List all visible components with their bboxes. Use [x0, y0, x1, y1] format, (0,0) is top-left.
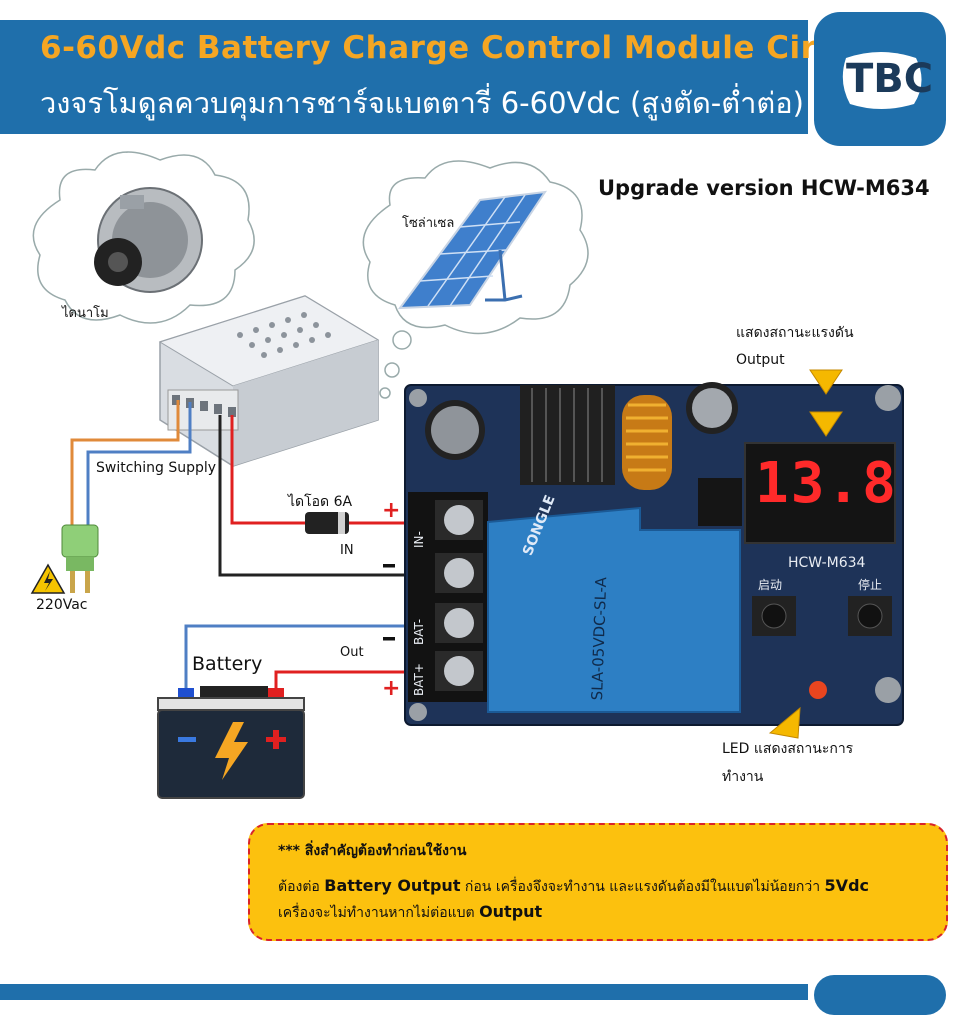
output-status-sublabel: Output: [736, 352, 785, 368]
battery-positive-wire: [274, 670, 450, 690]
output-status-arrow-icon: [809, 369, 843, 437]
stop-button[interactable]: [848, 596, 892, 636]
warning-title: *** สิ่งสำคัญต้องทำก่อนใช้งาน: [278, 843, 467, 859]
warning-line-1: ต้องต่อ Battery Output ก่อน เครื่องจึงจะ…: [278, 876, 869, 898]
start-button[interactable]: [752, 596, 796, 636]
output-status-label: แสดงสถานะแรงดัน: [736, 325, 854, 341]
ac-plug-icon: [61, 524, 99, 593]
stop-button-label: 停止: [858, 578, 883, 592]
in-label: IN: [340, 543, 354, 558]
warning-box: [248, 823, 948, 941]
title-bar: [0, 20, 808, 134]
battery-label: Battery: [192, 653, 263, 675]
diode-label: ไดโอด 6A: [288, 494, 353, 510]
dynamo-label: ไดนาโม: [62, 306, 109, 321]
diode-icon: [305, 512, 349, 534]
ac-voltage-label: 220Vac: [36, 597, 88, 613]
solar-panel-icon: [397, 190, 548, 310]
warning-line-2: เครื่องจะไม่ทำงานหากไม่ต่อแบต Output: [278, 902, 542, 924]
tbc-logo-text: TBC: [838, 50, 933, 122]
start-button-label: 启动: [758, 578, 783, 592]
terminal-bat-neg-label: BAT-: [412, 618, 426, 645]
warning-text: ก่อน เครื่องจึงจะทำงาน และแรงดันต้องมีใน…: [460, 879, 825, 895]
control-module-board: [404, 382, 904, 726]
in-plus-sign: +: [382, 498, 400, 523]
warning-emphasis: Battery Output: [324, 876, 461, 895]
battery-icon: [157, 686, 305, 799]
switching-supply-label: Switching Supply: [96, 460, 217, 476]
footer-bar: [0, 984, 808, 1000]
high-voltage-warning-icon: [30, 563, 66, 594]
terminal-bat-pos-label: BAT+: [412, 663, 426, 696]
title-thai: วงจรโมดูลควบคุมการชาร์จแบตตารี่ 6-60Vdc …: [40, 86, 804, 120]
upgrade-version-label: Upgrade version HCW-M634: [598, 176, 930, 200]
led-status-label-line1: LED แสดงสถานะการ: [722, 741, 854, 757]
voltage-display-readout: 13.8: [755, 451, 898, 516]
led-status-label-line2: ทำงาน: [722, 769, 764, 785]
out-plus-sign: +: [382, 676, 400, 701]
module-model-label: HCW-M634: [788, 555, 866, 571]
footer-logo: [814, 975, 946, 1015]
warning-text: เครื่องจะไม่ทำงานหากไม่ต่อแบต: [278, 905, 480, 921]
terminal-in-neg-label: IN-: [412, 531, 426, 548]
dc-negative-wire: [218, 415, 450, 577]
logo-bubble-icon: [842, 52, 922, 109]
polarity-signs: + +: [382, 498, 400, 701]
out-label: Out: [340, 645, 364, 660]
warning-emphasis: 5Vdc: [824, 876, 869, 895]
alternator-icon: [94, 187, 203, 293]
solar-label: โซล่าเซล: [402, 216, 455, 231]
warning-text: ต้องต่อ: [278, 879, 325, 895]
led-status-arrow-icon: [768, 706, 801, 739]
dc-positive-wire: [230, 415, 450, 525]
warning-emphasis: Output: [479, 902, 543, 921]
title-english: 6-60Vdc Battery Charge Control Module Ci…: [40, 30, 885, 66]
battery-negative-wire: [184, 624, 450, 690]
switching-supply-icon: [158, 295, 380, 467]
ac-input-wires: [70, 400, 192, 530]
